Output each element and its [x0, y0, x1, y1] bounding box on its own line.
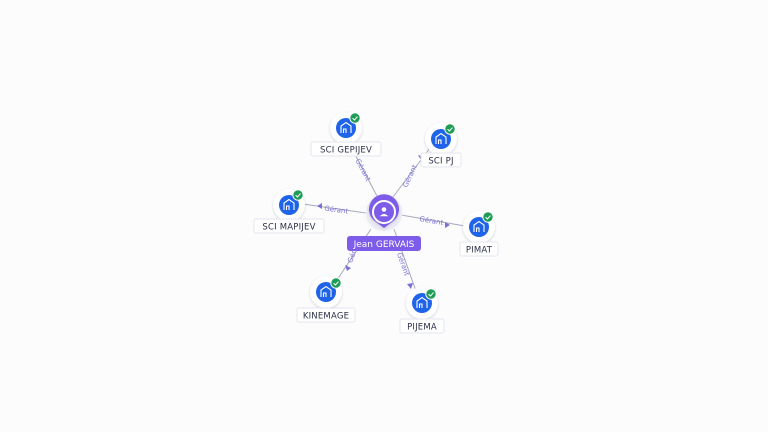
company-label: PIMAT [466, 246, 493, 256]
edge-label: Gérant [419, 215, 444, 227]
company-node-sci-gepijev[interactable]: SCI GEPIJEV [310, 112, 382, 157]
company-building-icon [435, 132, 447, 144]
company-building-icon [473, 220, 485, 232]
company-label: SCI PJ [428, 157, 453, 167]
company-label: KINEMAGE [303, 312, 349, 322]
verified-check-icon [292, 189, 304, 201]
company-building-icon [416, 296, 428, 308]
center-person-node[interactable]: Jean GERVAIS [347, 189, 421, 251]
company-node-pimat[interactable]: PIMAT [459, 211, 499, 257]
company-label: SCI MAPIJEV [262, 223, 315, 233]
verified-check-icon [349, 112, 361, 124]
edge-to-pimat: Gérant [400, 214, 466, 228]
company-label: SCI GEPIJEV [320, 146, 372, 156]
company-label: PIJEMA [407, 323, 437, 333]
company-node-sci-mapijev[interactable]: SCI MAPIJEV [253, 189, 325, 234]
edge-label: Gérant [324, 204, 349, 215]
company-building-icon [283, 198, 295, 210]
company-building-icon [320, 285, 332, 297]
verified-check-icon [425, 288, 437, 300]
edge-label: Gérant [395, 252, 411, 278]
person-icon [379, 207, 389, 217]
edge-label: Gérant [401, 163, 419, 188]
company-node-kinemage[interactable]: KINEMAGE [296, 276, 356, 323]
edge-to-sci-mapijev: Gérant [302, 203, 367, 216]
verified-check-icon [444, 123, 456, 135]
company-node-pijema[interactable]: PIJEMA [399, 287, 445, 334]
verified-check-icon [482, 211, 494, 223]
verified-check-icon [330, 277, 342, 289]
center-person-label: Jean GERVAIS [353, 240, 415, 250]
edge-label: Gérant [354, 158, 372, 183]
company-building-icon [340, 121, 352, 133]
company-node-sci-pj[interactable]: SCI PJ [420, 123, 462, 168]
